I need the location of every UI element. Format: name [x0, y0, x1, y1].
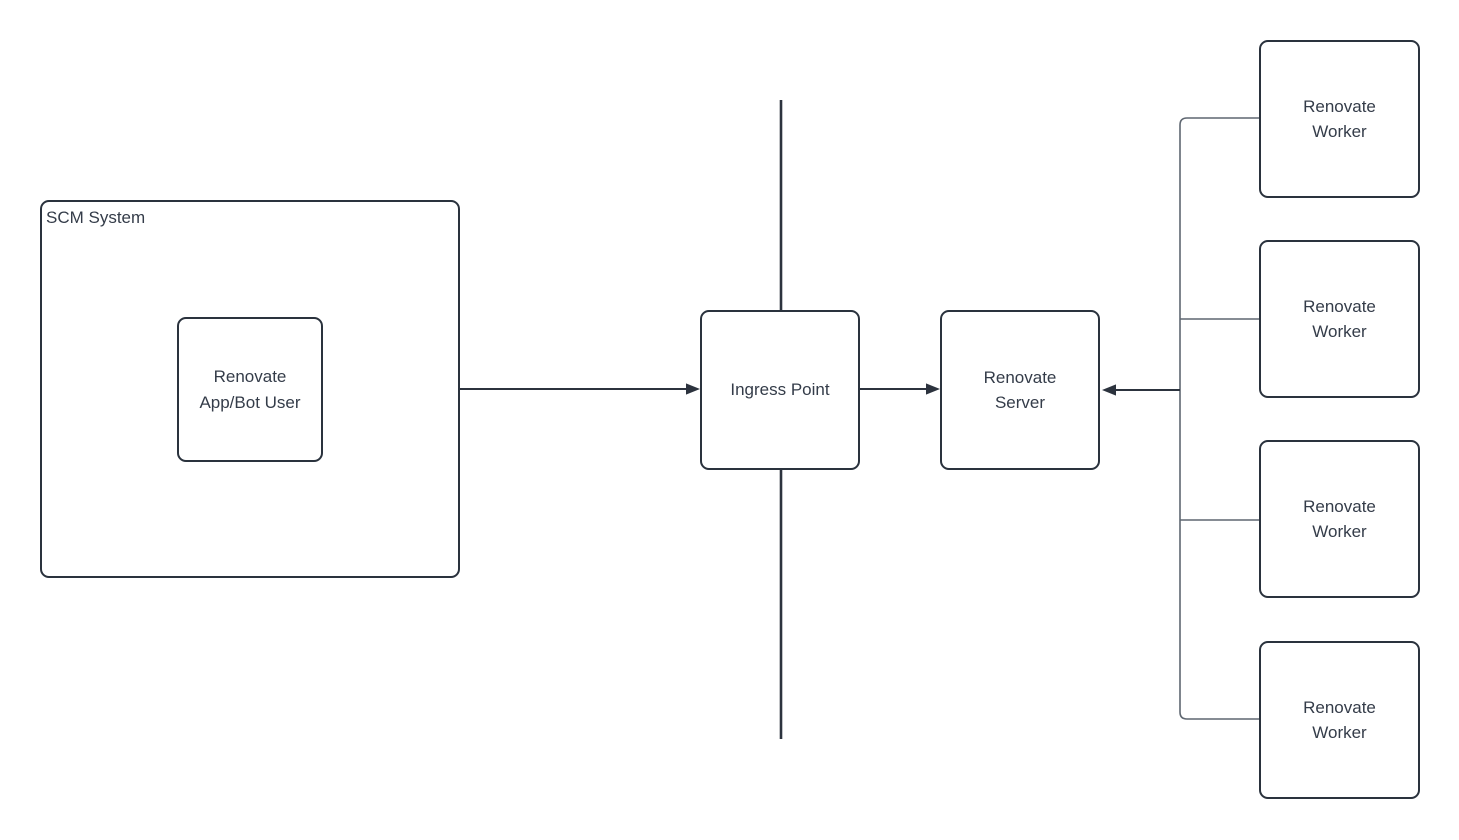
renovate-worker-label: Renovate Worker	[1303, 96, 1376, 142]
scm-system-label: SCM System	[46, 208, 146, 227]
arrowhead-into-server	[926, 383, 940, 395]
arrowhead-into-ingress	[686, 383, 700, 395]
node-renovate-worker-4: Renovate Worker	[1259, 641, 1420, 799]
renovate-worker-label: Renovate Worker	[1303, 496, 1376, 542]
node-renovate-worker-3: Renovate Worker	[1259, 440, 1420, 598]
renovate-server-label: Renovate Server	[983, 367, 1057, 413]
renovate-app-bot-user-label: Renovate App/Bot User	[199, 367, 301, 412]
edge-workers-trunk	[1179, 117, 1259, 720]
node-renovate-worker-2: Renovate Worker	[1259, 240, 1420, 398]
renovate-worker-label: Renovate Worker	[1303, 296, 1376, 342]
renovate-worker-label: Renovate Worker	[1303, 697, 1376, 743]
ingress-point-label: Ingress Point	[730, 380, 830, 400]
node-ingress-point: Ingress Point	[700, 310, 860, 470]
arrowhead-into-server-right	[1102, 384, 1116, 396]
node-renovate-server: Renovate Server	[940, 310, 1100, 470]
node-renovate-app-bot-user: Renovate App/Bot User	[177, 317, 323, 462]
node-renovate-worker-1: Renovate Worker	[1259, 40, 1420, 198]
